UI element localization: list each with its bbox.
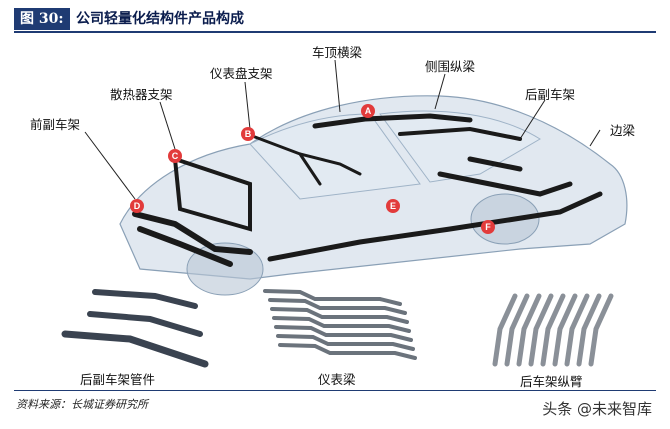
label-radiator-bracket: 散热器支架 <box>110 87 173 102</box>
marker-a <box>361 104 375 118</box>
side-rail-shape <box>398 126 522 141</box>
label-rear-subframe: 后副车架 <box>525 87 576 102</box>
car-illustration: A B C D E F <box>61 59 628 368</box>
figure-title: 公司轻量化结构件产品构成 <box>76 11 244 27</box>
marker-b-letter: B <box>245 129 252 139</box>
marker-d-letter: D <box>134 201 141 211</box>
radiator-bracket-shape <box>172 156 252 232</box>
dashboard-bracket-shape <box>253 135 362 186</box>
label-roof-crossbeam: 车顶横梁 <box>312 45 363 60</box>
car-side-window <box>379 110 541 183</box>
label-side-sill: 边梁 <box>610 123 636 138</box>
label-rear-subframe-tube: 后副车架管件 <box>80 372 156 387</box>
rear-subframe-shape <box>437 156 573 197</box>
source-rule <box>14 390 656 391</box>
car-windshield <box>249 113 421 200</box>
roof-crossbeam-shape <box>312 113 473 129</box>
front-subframe-shape <box>132 211 253 267</box>
marker-d <box>130 199 144 213</box>
figure-title-bar: 图 30: 公司轻量化结构件产品构成 <box>14 8 656 30</box>
marker-e <box>386 199 400 213</box>
marker-a-letter: A <box>365 106 372 116</box>
marker-b <box>241 127 255 141</box>
frame-structures <box>132 113 603 267</box>
marker-f <box>481 220 495 234</box>
label-front-subframe: 前副车架 <box>30 117 81 132</box>
markers: A B C D E F <box>130 104 495 234</box>
figure-number: 图 30: <box>14 8 70 30</box>
marker-f-letter: F <box>485 222 491 232</box>
label-dash-beam: 仪表梁 <box>318 372 356 387</box>
label-dashboard-bracket: 仪表盘支架 <box>210 66 273 81</box>
rear-trailing-arm-photo <box>492 293 614 367</box>
watermark: 头条 @未来智库 <box>542 400 652 418</box>
marker-e-letter: E <box>390 201 396 211</box>
product-diagram: A B C D E F <box>0 34 670 389</box>
leader-lines <box>84 59 601 200</box>
label-side-rail: 侧围纵梁 <box>425 59 476 74</box>
side-sill-shape <box>267 191 603 262</box>
label-rear-trailing-arm: 后车架纵臂 <box>520 374 583 389</box>
source-note: 资料来源：长城证券研究所 <box>16 398 148 411</box>
marker-c-letter: C <box>172 151 179 161</box>
rear-subframe-tube-photo <box>61 289 209 368</box>
title-rule <box>14 31 656 33</box>
dash-beam-photo <box>263 289 417 360</box>
marker-c <box>168 149 182 163</box>
